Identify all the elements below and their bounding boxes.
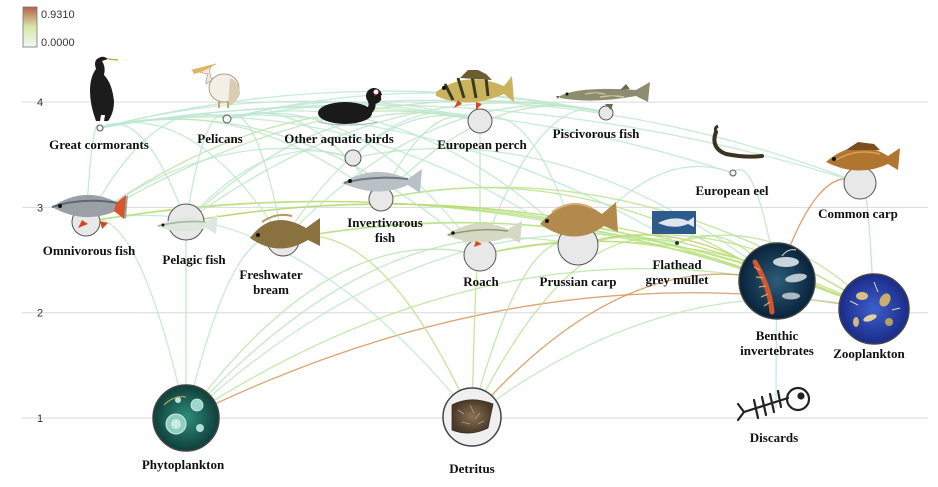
trophic-link xyxy=(282,235,473,418)
trophic-link xyxy=(352,147,778,282)
legend-max-label: 0.9310 xyxy=(41,9,75,21)
node-pisciv xyxy=(598,105,614,121)
phytoplankton-icon xyxy=(152,384,220,452)
trophic-link xyxy=(185,150,354,223)
node-mullet xyxy=(675,241,679,245)
eel-icon xyxy=(712,124,764,159)
bream-fish-icon xyxy=(250,213,320,249)
trophic-link xyxy=(99,90,607,129)
node-pelican xyxy=(222,114,232,124)
color-legend: 0.9310 0.0000 xyxy=(22,6,75,49)
carp-fish-icon xyxy=(826,142,900,171)
trophic-link xyxy=(185,248,481,419)
node-cormorant xyxy=(96,124,104,132)
trophic-link xyxy=(479,240,875,310)
trophic-level-tick: 1 xyxy=(37,413,43,425)
prussian-carp-icon xyxy=(540,202,618,237)
trophic-link xyxy=(99,123,187,223)
node-perch xyxy=(467,108,493,134)
node-label-pelican: Pelicans xyxy=(197,131,243,146)
node-label-perch: European perch xyxy=(437,137,527,152)
trophic-link xyxy=(471,238,678,418)
node-eel xyxy=(729,169,737,177)
node-label-detritus: Detritus xyxy=(449,461,495,476)
coot-bird-icon xyxy=(317,88,387,126)
node-label-carp: Common carp xyxy=(818,206,898,221)
node-label-bream: Freshwater xyxy=(239,267,303,282)
node-label-bream: bream xyxy=(253,282,289,297)
legend-min-label: 0.0000 xyxy=(41,37,75,49)
node-label-zoo: Zooplankton xyxy=(833,346,905,361)
trophic-link xyxy=(471,273,778,418)
legend-gradient-bar xyxy=(22,6,38,48)
cormorant-icon xyxy=(90,56,119,121)
pelican-icon xyxy=(190,63,240,108)
node-label-cormorant: Great cormorants xyxy=(49,137,149,152)
trophic-link xyxy=(185,233,678,419)
node-label-pisciv: Piscivorous fish xyxy=(553,126,641,141)
invertivorous-fish-icon xyxy=(342,169,422,193)
node-label-mullet: Flathead xyxy=(652,257,702,272)
detritus-icon xyxy=(442,387,502,447)
mullet-photo-icon xyxy=(652,211,696,234)
trophic-link xyxy=(85,113,228,223)
roach-fish-icon xyxy=(446,221,522,247)
node-label-invert: Invertivorous xyxy=(347,215,423,230)
trophic-link xyxy=(185,102,607,223)
trophic-link xyxy=(577,234,875,310)
node-birds xyxy=(344,149,362,167)
trophic-link xyxy=(185,237,579,419)
trophic-level-tick: 3 xyxy=(37,202,43,214)
zooplankton-icon xyxy=(838,273,910,345)
node-label-eel: European eel xyxy=(695,183,768,198)
trophic-link xyxy=(99,114,678,244)
node-label-phyto: Phytoplankton xyxy=(142,457,225,472)
node-label-benthic: Benthic xyxy=(756,328,799,343)
benthic-invertebrates-icon xyxy=(738,242,816,320)
node-label-roach: Roach xyxy=(463,274,499,289)
trophic-level-tick: 2 xyxy=(37,308,43,320)
node-label-pelagic: Pelagic fish xyxy=(162,252,226,267)
trophic-link xyxy=(352,112,481,159)
fish-skeleton-icon xyxy=(736,386,811,422)
node-label-discards: Discards xyxy=(750,430,798,445)
perch-fish-icon xyxy=(436,70,514,110)
node-label-invert: fish xyxy=(375,230,396,245)
trophic-link xyxy=(471,298,875,418)
trophic-link xyxy=(226,115,284,241)
trophic-link xyxy=(226,99,861,184)
node-label-birds: Other aquatic birds xyxy=(284,131,394,146)
node-carp xyxy=(843,166,877,200)
node-label-omni: Omnivorous fish xyxy=(43,243,136,258)
trophic-nodes xyxy=(71,105,910,452)
trophic-link xyxy=(99,118,382,200)
omnivorous-fish-icon xyxy=(51,194,128,229)
trophic-level-tick: 4 xyxy=(37,97,43,109)
trophic-link xyxy=(185,112,481,223)
node-label-mullet: grey mullet xyxy=(646,272,710,287)
pike-fish-icon xyxy=(556,82,650,110)
node-label-benthic: invertebrates xyxy=(740,343,814,358)
node-label-prussian: Prussian carp xyxy=(540,274,617,289)
trophic-link xyxy=(185,267,778,419)
node-labels: Great cormorants Pelicans Other aquatic bi… xyxy=(43,126,906,476)
pelagic-fish-icon xyxy=(156,214,218,234)
trophic-link xyxy=(185,114,228,223)
